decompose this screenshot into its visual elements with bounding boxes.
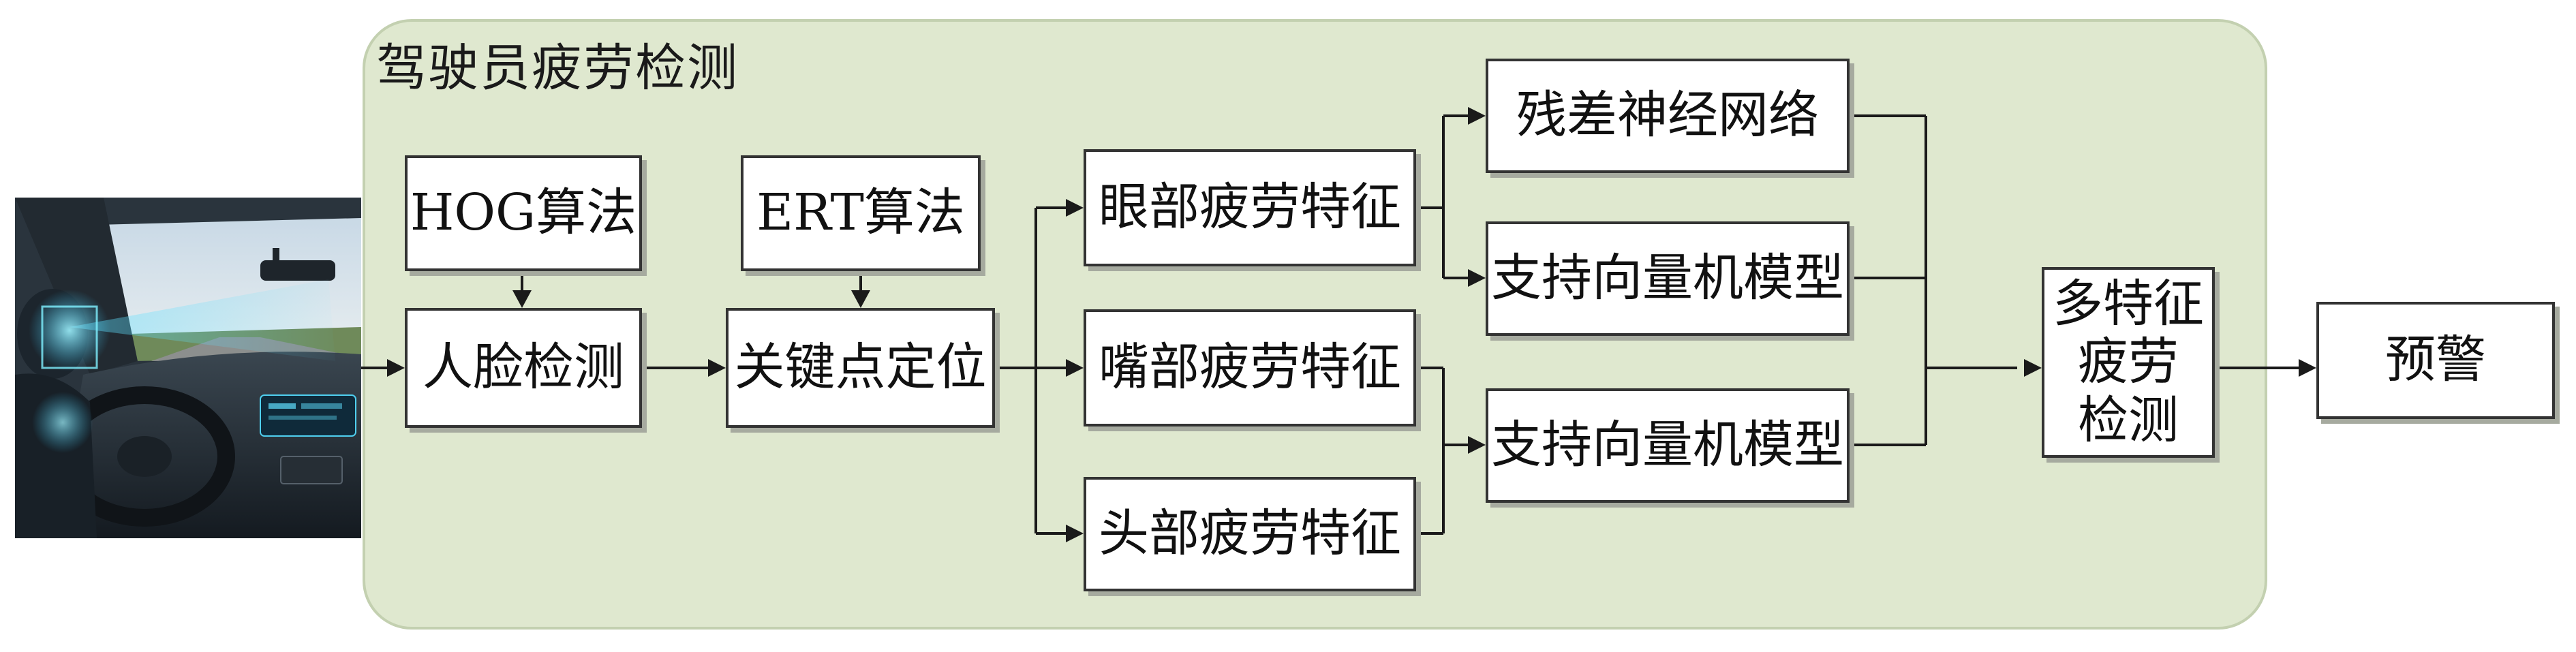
multi-feature-fatigue-detection-box: 多特征 疲劳 检测 [2042, 267, 2215, 458]
svm-model-box-2: 支持向量机模型 [1486, 388, 1850, 503]
residual-network-box: 残差神经网络 [1486, 59, 1850, 173]
monitoring-beam [70, 279, 335, 361]
warning-box: 预警 [2316, 302, 2555, 419]
ert-algorithm-box: ERT算法 [741, 155, 981, 271]
wires [361, 114, 2303, 535]
multi-feature-line-1: 多特征 [2053, 275, 2204, 334]
eye-fatigue-feature-box: 眼部疲劳特征 [1084, 149, 1416, 266]
rearview-mirror [260, 260, 335, 281]
keypoint-localization-box: 关键点定位 [726, 308, 995, 428]
multi-feature-line-2: 疲劳 [2078, 332, 2179, 392]
center-console [280, 456, 343, 484]
multi-feature-line-3: 检测 [2078, 390, 2179, 450]
car-interior-photo [15, 198, 361, 538]
face-scan-box [41, 305, 98, 369]
hog-algorithm-box: HOG算法 [405, 155, 642, 271]
face-detection-box: 人脸检测 [405, 308, 642, 428]
face-scan-glow [29, 290, 110, 371]
head-fatigue-feature-box: 头部疲劳特征 [1084, 477, 1416, 591]
svm-model-box-1: 支持向量机模型 [1486, 221, 1850, 336]
mouth-fatigue-feature-box: 嘴部疲劳特征 [1084, 309, 1416, 426]
arrowheads [387, 107, 2316, 542]
panel-title: 驾驶员疲劳检测 [376, 39, 739, 97]
